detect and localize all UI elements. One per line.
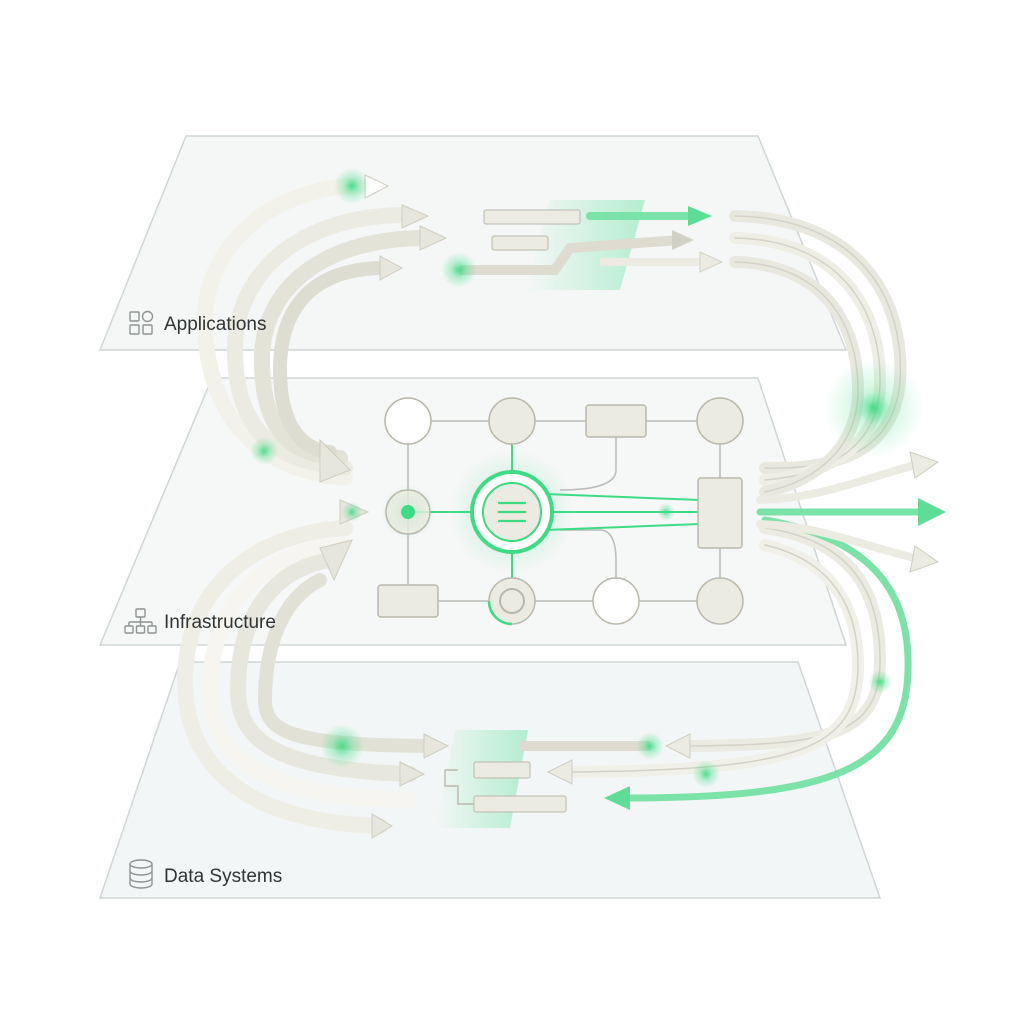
app-block <box>492 236 548 250</box>
node-circle <box>385 398 431 444</box>
node-box <box>586 405 646 437</box>
node-circle <box>697 578 743 624</box>
layer-label-data-systems: Data Systems <box>164 866 282 887</box>
signal-dot <box>692 760 720 788</box>
node-box <box>378 585 438 617</box>
data-block <box>474 762 530 778</box>
node-circle <box>593 578 639 624</box>
node-circle <box>697 398 743 444</box>
signal-dot <box>858 392 890 424</box>
signal-dot <box>636 732 664 760</box>
data-block <box>474 796 566 812</box>
signal-dot <box>334 168 370 204</box>
signal-dot <box>868 670 892 694</box>
node-circle <box>489 398 535 444</box>
signal-dot <box>250 437 278 465</box>
signal-dot <box>320 724 364 768</box>
signal-dot <box>342 502 362 522</box>
signal-dot <box>441 252 477 288</box>
node-box <box>698 478 742 548</box>
arrowhead <box>910 452 938 478</box>
layer-label-applications: Applications <box>164 314 266 335</box>
node-core <box>401 505 415 519</box>
layer-label-infrastructure: Infrastructure <box>164 612 276 633</box>
app-block <box>484 210 580 224</box>
arrowhead <box>910 546 938 572</box>
arrowhead <box>918 498 946 526</box>
signal-dot <box>657 503 675 521</box>
